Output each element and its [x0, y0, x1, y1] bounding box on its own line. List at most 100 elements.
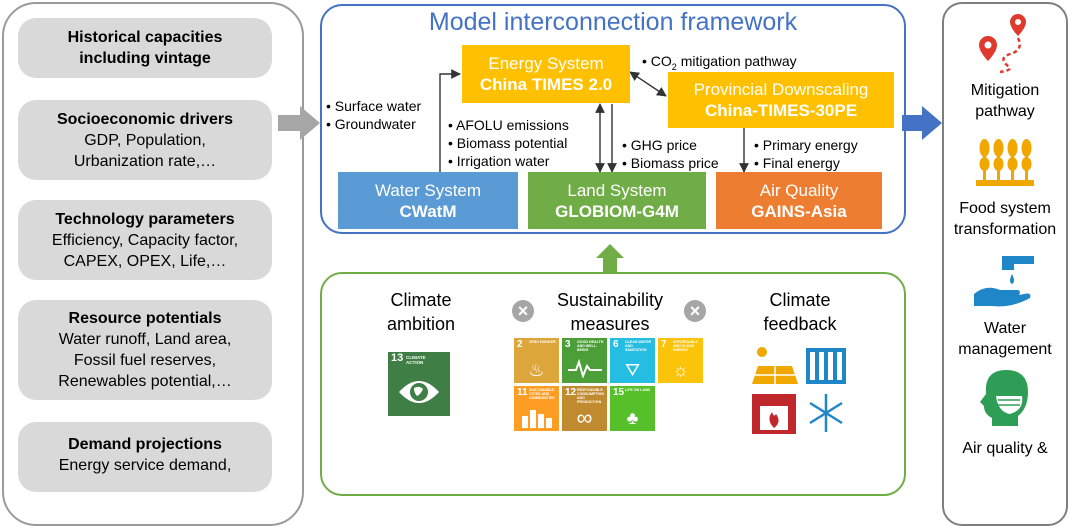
flow-item: Surface water — [326, 97, 421, 115]
sdg-number: 11 — [517, 387, 528, 398]
framework-title: Model interconnection framework — [428, 8, 798, 36]
flow-item: Irrigation water — [448, 152, 569, 170]
heartbeat-icon — [568, 358, 602, 378]
input-line: Efficiency, Capacity factor, — [51, 231, 239, 249]
input-title: Historical capacities — [67, 29, 223, 46]
price-flows-list: GHG price Biomass price — [622, 136, 719, 172]
water-system-name: Water System — [374, 180, 482, 200]
energy-flows-list: Primary energy Final energy — [754, 136, 858, 172]
water-flows-list: Surface water Groundwater — [326, 97, 421, 133]
sdg-13-icon: 13 CLIMATE ACTION — [388, 352, 450, 416]
label-line: Food system — [959, 200, 1051, 217]
flow-item: GHG price — [622, 136, 719, 154]
sdg-label: SUSTAINABLE CITIES AND COMMUNITIES — [529, 388, 555, 400]
flow-item: Final energy — [754, 154, 858, 172]
label-line: feedback — [763, 314, 837, 334]
sdg-label: GOOD HEALTH AND WELL-BEING — [577, 340, 604, 352]
bowl-icon: ♨ — [528, 360, 545, 380]
sdg-2-icon: 2 ZERO HUNGER ♨ — [514, 338, 559, 383]
sdg-label: CLEAN WATER AND SANITATION — [625, 340, 652, 352]
fireplace-icon — [752, 394, 796, 434]
label-line: pathway — [975, 103, 1035, 120]
input-line: including vintage — [79, 50, 211, 67]
provincial-name: Provincial Downscaling — [693, 80, 869, 99]
co2-sub: 2 — [671, 61, 677, 72]
sdg-7-icon: 7 AFFORDABLE AND CLEAN ENERGY ☼ — [658, 338, 703, 383]
label-line: transformation — [953, 221, 1057, 238]
input-line: CAPEX, OPEX, Life,… — [63, 252, 227, 270]
output-water-management: Water management — [942, 318, 1068, 360]
water-system-model: CWatM — [399, 201, 457, 221]
input-line: Renewables potential,… — [58, 373, 232, 390]
input-line: Urbanization rate,… — [73, 152, 217, 170]
land-system-model: GLOBIOM-G4M — [555, 201, 679, 221]
scenario-to-framework-arrow — [596, 244, 624, 272]
input-title: Demand projections — [68, 436, 222, 453]
city-icon — [522, 410, 552, 428]
energy-system-name: Energy System — [488, 54, 604, 73]
label-line: measures — [570, 314, 650, 334]
land-system-box: Land System GLOBIOM-G4M — [528, 172, 706, 229]
air-quality-name: Air Quality — [759, 180, 839, 200]
flow-item: Groundwater — [326, 115, 421, 133]
flow-item: Primary energy — [754, 136, 858, 154]
framework-to-outputs-arrow — [902, 106, 942, 140]
input-historical-capacities: Historical capacities including vintage — [18, 18, 272, 78]
climate-ambition-label: Climate ambition — [366, 288, 476, 336]
sdg-label: LIFE ON LAND — [625, 388, 651, 392]
sdg-label: CLIMATE ACTION — [406, 355, 426, 365]
input-socioeconomic-drivers: Socioeconomic drivers GDP, Population, U… — [18, 100, 272, 180]
provincial-model: China-TIMES-30PE — [704, 101, 858, 120]
climate-feedback-label: Climate feedback — [740, 288, 860, 336]
water-hand-icon — [974, 256, 1034, 307]
provincial-downscaling-box: Provincial Downscaling China-TIMES-30PE — [668, 72, 894, 128]
framework-panel — [320, 4, 906, 234]
sdg-number: 2 — [517, 339, 523, 350]
label-line: Climate — [769, 290, 831, 310]
inputs-panel: Historical capacities including vintage … — [2, 2, 304, 526]
input-resource-potentials: Resource potentials Water runoff, Land a… — [18, 300, 272, 400]
tree-icon: ♣ — [626, 408, 639, 428]
co2-suffix: mitigation pathway — [676, 53, 797, 69]
output-food-system: Food system transformation — [942, 198, 1068, 240]
sdg-12-icon: 12 RESPONSIBLE CONSUMPTION AND PRODUCTIO… — [562, 386, 607, 431]
label-line: Sustainability — [556, 290, 664, 310]
sdg-number: 15 — [613, 387, 625, 398]
label-line: Air quality & — [962, 440, 1048, 457]
sdg-number: 6 — [613, 339, 619, 350]
sdg-6-icon: 6 CLEAN WATER AND SANITATION ⛛ — [610, 338, 655, 383]
solar-panel-icon — [752, 347, 798, 384]
connector-arrows — [278, 69, 942, 272]
water-to-energy-arrow — [439, 69, 461, 172]
energy-system-box: Energy System China TIMES 2.0 — [462, 45, 630, 103]
sdg-label: AFFORDABLE AND CLEAN ENERGY — [673, 340, 698, 352]
climate-feedback-icons — [752, 347, 846, 434]
multiply-icon: × — [684, 300, 706, 322]
sdg-label: ZERO HUNGER — [529, 340, 556, 344]
sdg-number: 7 — [661, 339, 667, 350]
energy-system-model: China TIMES 2.0 — [479, 75, 613, 94]
eye-earth-icon — [399, 381, 439, 403]
mask-face-icon — [980, 370, 1028, 426]
multiply-icon: × — [512, 300, 534, 322]
sustainability-measures-label: Sustainability measures — [540, 288, 680, 336]
input-line: Water runoff, Land area, — [58, 331, 232, 348]
air-quality-model: GAINS-Asia — [751, 201, 847, 221]
output-mitigation-pathway: Mitigation pathway — [942, 80, 1068, 122]
label-line: Water — [983, 320, 1027, 337]
flow-item: Biomass price — [622, 154, 719, 172]
sdg-15-icon: 15 LIFE ON LAND ♣ — [610, 386, 655, 431]
label-line: Mitigation — [970, 82, 1040, 99]
label-line: management — [958, 341, 1052, 358]
inputs-to-framework-arrow — [278, 106, 320, 140]
output-air-quality: Air quality & — [942, 438, 1068, 459]
flow-item: AFOLU emissions — [448, 116, 569, 134]
water-system-box: Water System CWatM — [338, 172, 518, 229]
hydropower-dam-icon — [806, 348, 846, 384]
snowflake-icon — [809, 394, 843, 432]
wheat-icon — [976, 139, 1034, 186]
water-glass-icon: ⛛ — [624, 360, 641, 380]
infinity-icon: ∞ — [576, 405, 593, 430]
energy-provincial-arrow — [629, 71, 667, 97]
land-flows-list: AFOLU emissions Biomass potential Irriga… — [448, 116, 569, 170]
